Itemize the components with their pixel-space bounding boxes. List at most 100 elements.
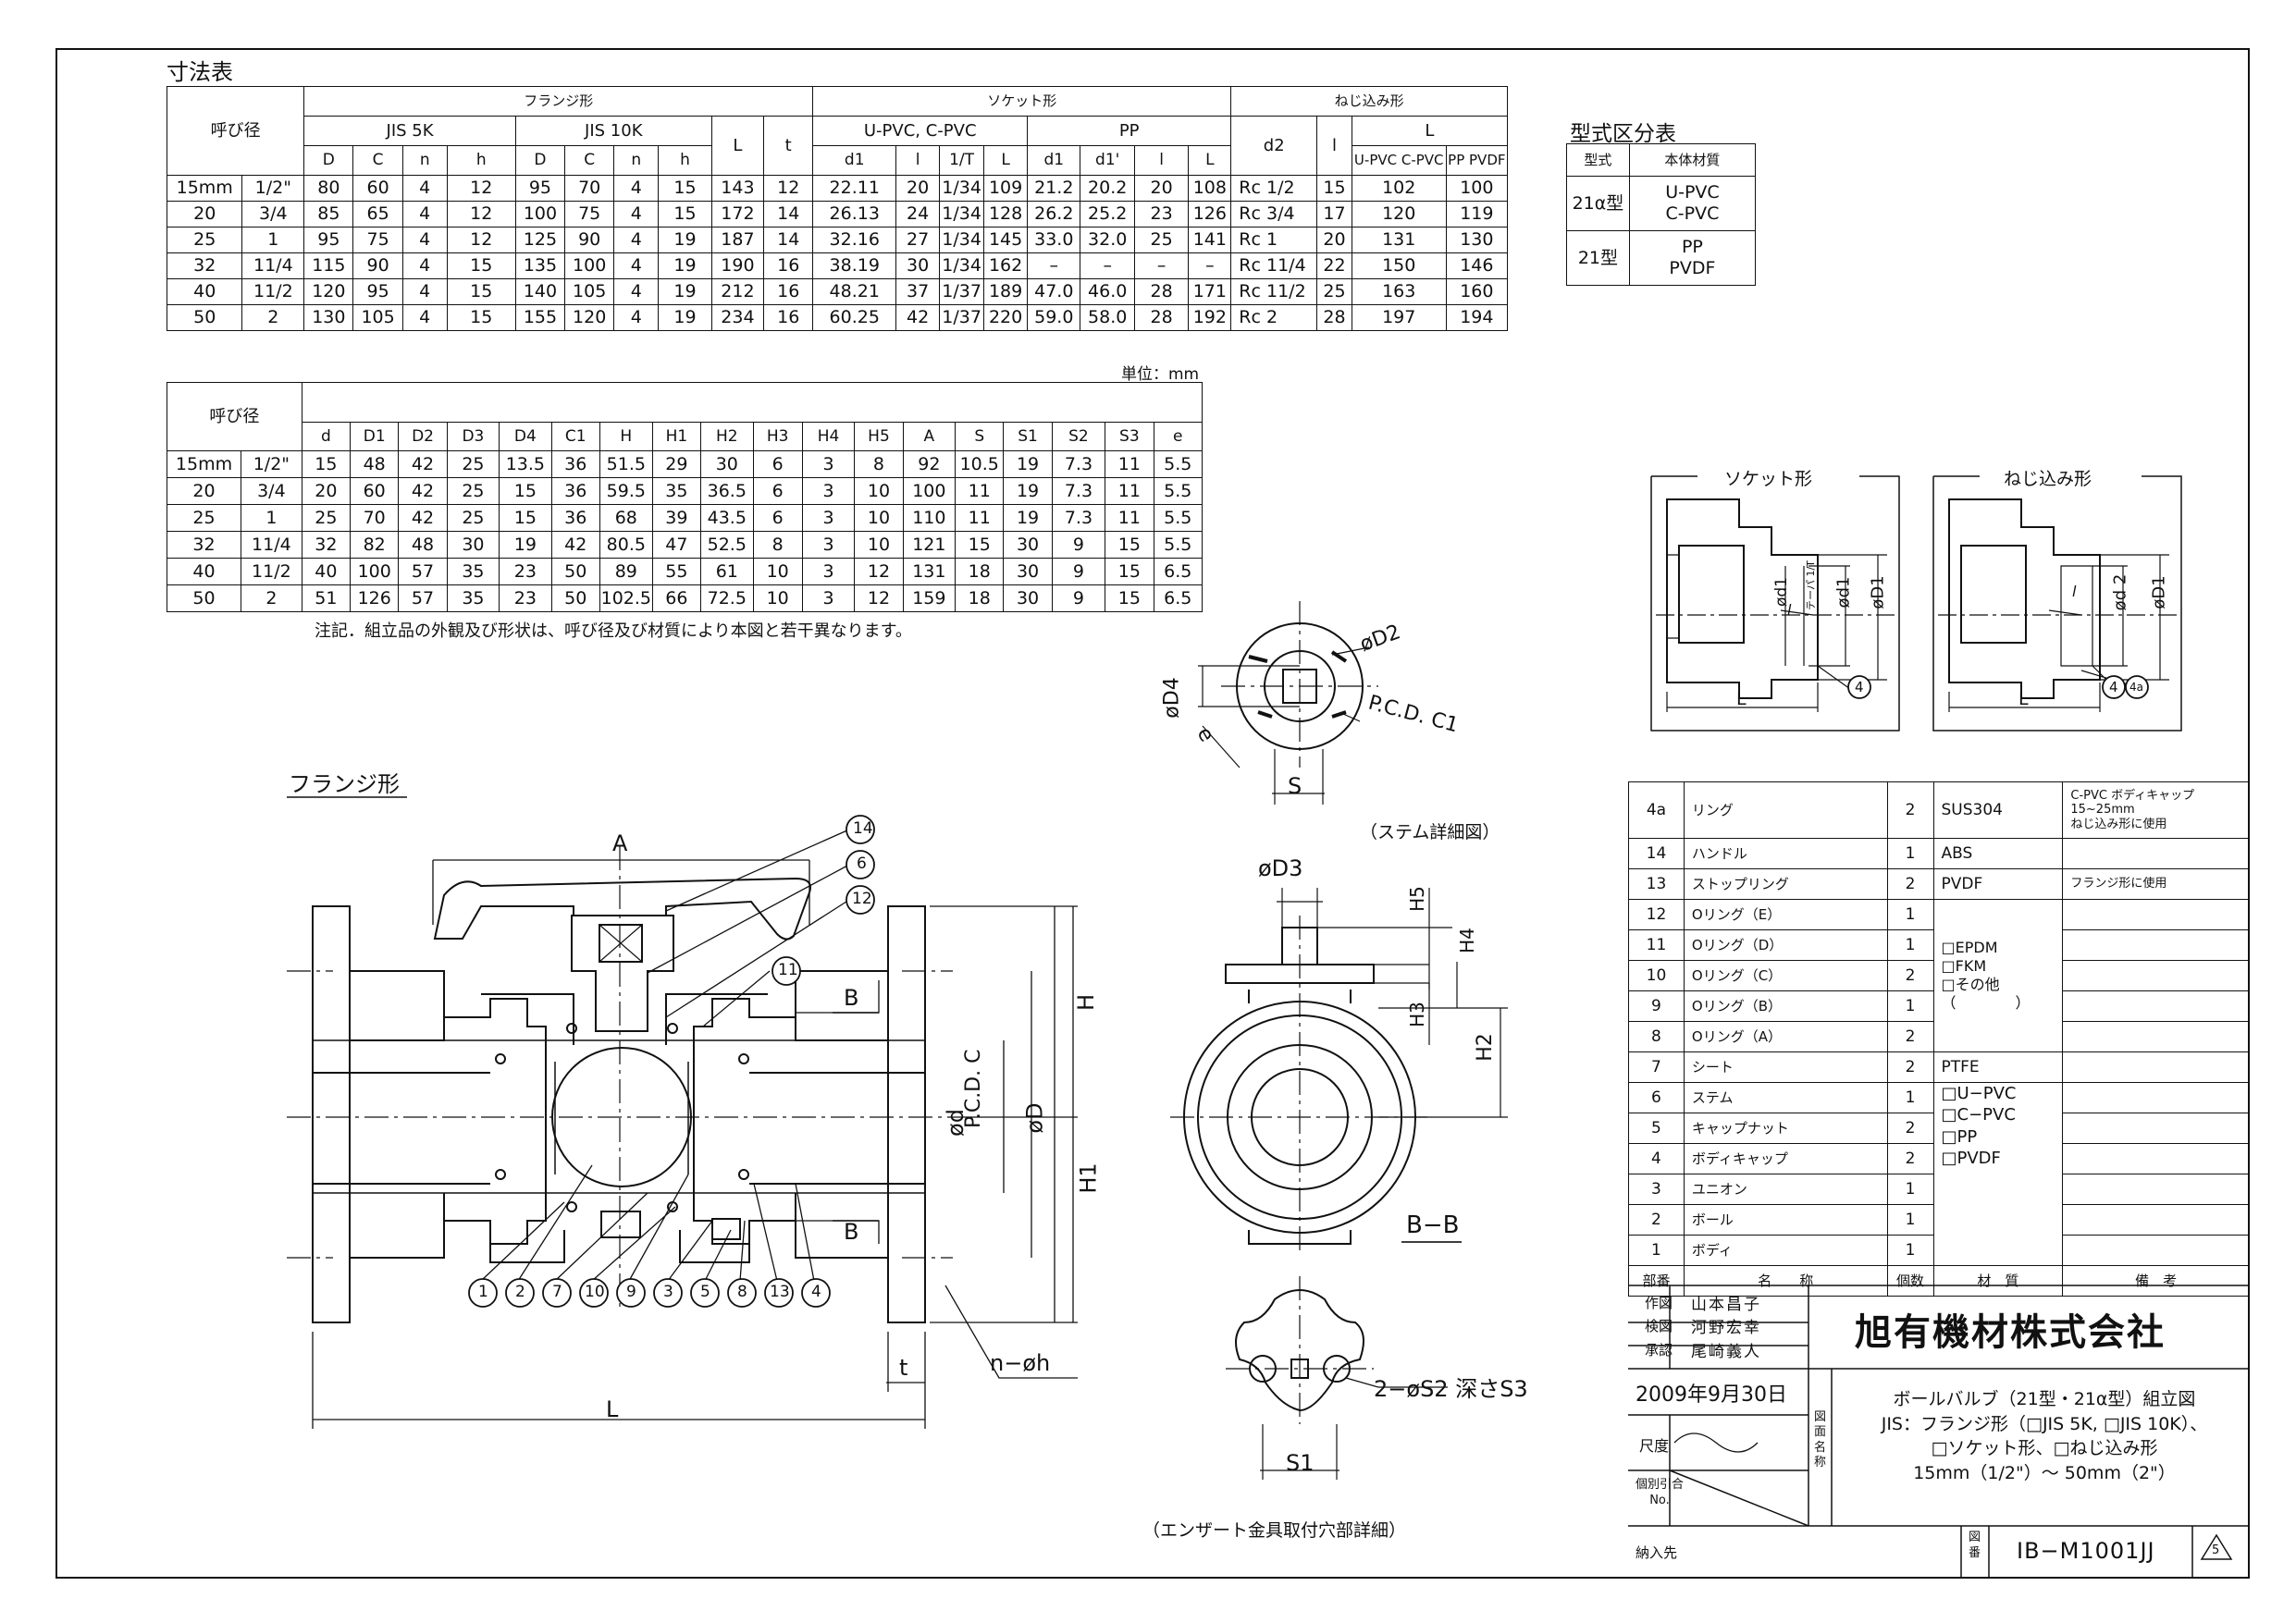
table-cell: 25	[301, 504, 352, 532]
table-cell: Rc 11/2	[1230, 278, 1318, 305]
table-cell: 20	[1316, 227, 1352, 253]
table-cell: 25	[1133, 227, 1190, 253]
scale-label: 尺度	[1639, 1437, 1670, 1455]
parts-cell: 1	[1886, 929, 1934, 961]
table-cell: 19	[658, 252, 712, 279]
table-cell: 95	[303, 227, 354, 253]
table-cell: 37	[895, 278, 941, 305]
table-cell: 50	[550, 558, 600, 585]
col-header: L	[710, 116, 765, 176]
col-header: D3	[446, 422, 500, 451]
table-cell: 95	[514, 175, 566, 202]
approved-label: 承認	[1645, 1342, 1673, 1359]
table-cell: 42	[550, 531, 600, 559]
table-cell: 163	[1351, 278, 1447, 305]
dim-a: A	[612, 830, 628, 856]
parts-cell: Oリング（A）	[1683, 1021, 1888, 1052]
balloon-6: 6	[857, 855, 867, 873]
parts-cell	[2062, 838, 2250, 869]
material-cell: PP PVDF	[1628, 230, 1757, 286]
table-cell: 32	[301, 531, 352, 559]
col-header: H2	[700, 422, 754, 451]
table-cell: 11/4	[241, 531, 302, 559]
parts-cell: 1	[1886, 1082, 1934, 1113]
table-cell: 11/2	[241, 558, 302, 585]
table-cell: 19	[1003, 504, 1053, 532]
parts-cell: 2	[1886, 781, 1934, 839]
table-cell: 5.5	[1153, 450, 1203, 478]
table-cell: 11	[955, 504, 1005, 532]
table-cell: 19	[1003, 477, 1053, 505]
table-cell: 70	[564, 175, 615, 202]
table-cell: 11	[1105, 477, 1154, 505]
col-header: 1/T	[939, 145, 985, 176]
parts-cell: リング	[1683, 781, 1888, 839]
table-cell: 75	[564, 201, 615, 227]
col-header: C	[352, 145, 403, 176]
col-header: L	[983, 145, 1029, 176]
parts-cell: 11	[1628, 929, 1685, 961]
table-cell: 22	[1316, 252, 1352, 279]
table-cell: 6.5	[1153, 558, 1203, 585]
parts-cell	[2062, 1021, 2250, 1052]
table-cell: 171	[1188, 278, 1232, 305]
model-header: 型式	[1566, 143, 1630, 177]
table-cell: 187	[710, 227, 765, 253]
parts-cell: 1	[1886, 838, 1934, 869]
revision-mark: 5	[2212, 1543, 2220, 1557]
parts-cell: 1	[1886, 1235, 1934, 1266]
table-cell: 15	[499, 504, 552, 532]
table-cell: 52.5	[700, 531, 754, 559]
table-cell: 126	[350, 584, 400, 612]
note: 注記．組立品の外観及び形状は、呼び径及び材質により本図と若干異なります。	[315, 621, 912, 641]
table-cell: 36	[550, 504, 600, 532]
table-cell: 140	[514, 278, 566, 305]
table-cell: 10	[854, 477, 904, 505]
table-cell: 14	[763, 201, 814, 227]
parts-cell: 3	[1628, 1174, 1685, 1205]
parts-cell: 4	[1628, 1143, 1685, 1174]
table-cell: 12	[446, 227, 516, 253]
dim-od3: øD3	[1258, 855, 1303, 881]
table-cell: 220	[983, 304, 1029, 331]
parts-cell: 2	[1886, 1143, 1934, 1174]
dim-s2-s3: 2−øS2 深さS3	[1374, 1376, 1528, 1402]
table-cell: 12	[446, 201, 516, 227]
table-cell: 5.5	[1153, 504, 1203, 532]
table-cell: 80	[303, 175, 354, 202]
table-cell: Rc 11/4	[1230, 252, 1318, 279]
screw-l: l	[2072, 583, 2077, 600]
table-cell: 16	[763, 252, 814, 279]
table-cell: 55	[651, 558, 702, 585]
table-cell: 1/37	[939, 304, 985, 331]
screw-header: ねじ込み形	[1230, 86, 1508, 117]
table-cell: 32	[166, 531, 242, 559]
table-cell: –	[1027, 252, 1081, 279]
parts-cell: Oリング（B）	[1683, 990, 1888, 1022]
table-cell: 4	[613, 227, 660, 253]
table-cell: 28	[1133, 304, 1190, 331]
col-header: S	[955, 422, 1005, 451]
table-cell: 60	[352, 175, 403, 202]
table-cell: 25	[446, 450, 500, 478]
table-cell: 100	[902, 477, 957, 505]
socket-od1-big: øD1	[1868, 575, 1888, 609]
parts-cell	[2062, 1082, 2250, 1113]
table-cell: 95	[352, 278, 403, 305]
table-cell: 4	[401, 201, 448, 227]
table-cell: 10	[752, 584, 803, 612]
table-cell: Rc 2	[1230, 304, 1318, 331]
table-cell: 15	[301, 450, 352, 478]
table-cell: 7.3	[1051, 477, 1106, 505]
table-cell: 61	[700, 558, 754, 585]
table-cell: 125	[514, 227, 566, 253]
approved-by: 尾崎義人	[1691, 1343, 1761, 1361]
table-cell: 28	[1133, 278, 1190, 305]
socket-balloon-4: 4	[1855, 679, 1864, 695]
col-header: D1	[350, 422, 400, 451]
ref-label: 個別引合 No.	[1636, 1478, 1685, 1507]
table-cell: 10	[854, 504, 904, 532]
